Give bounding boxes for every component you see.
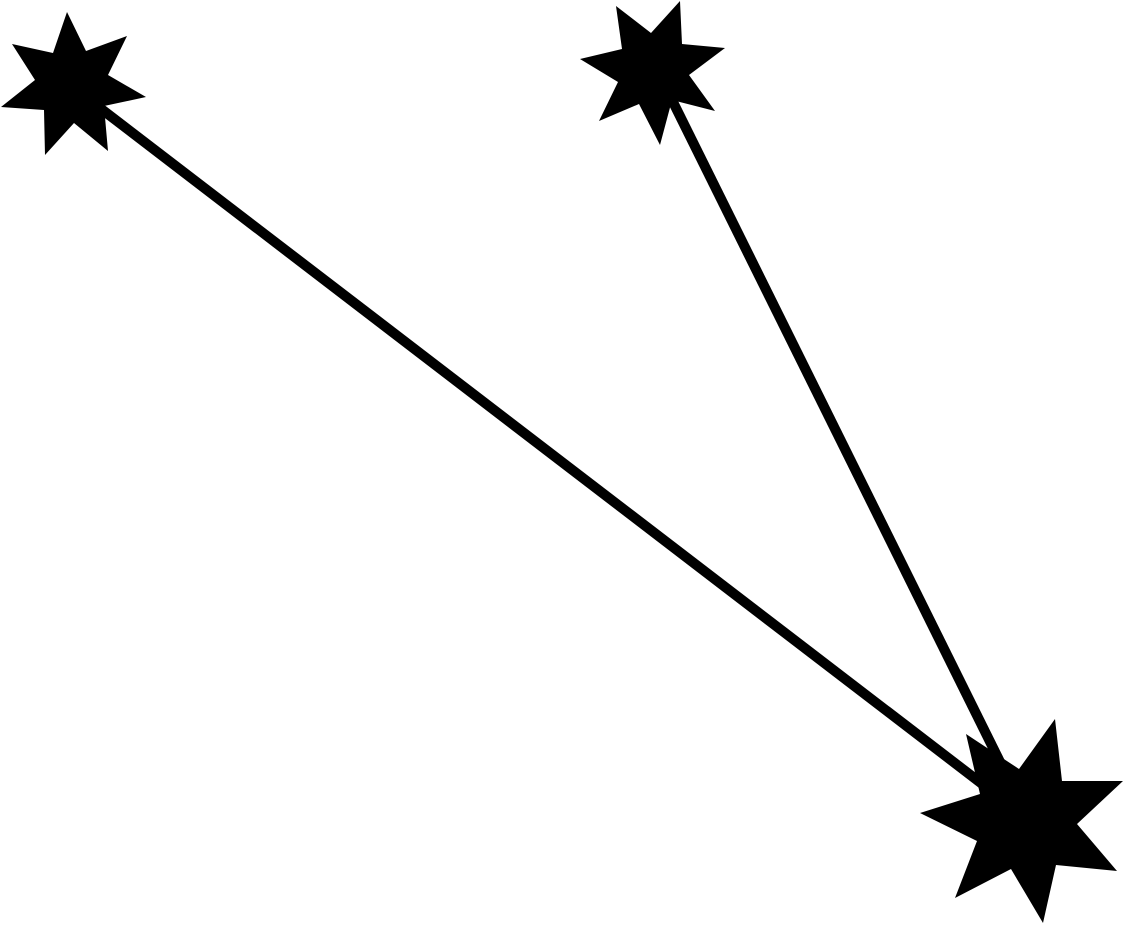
star-node-top-left-icon (1, 12, 146, 155)
edges (96, 97, 1013, 794)
edge-top-middle-to-bottom-right (667, 97, 1013, 781)
star-node-bottom-right-icon (920, 719, 1123, 923)
star-node-top-middle-icon (580, 1, 725, 145)
edge-top-left-to-bottom-right (96, 104, 994, 794)
